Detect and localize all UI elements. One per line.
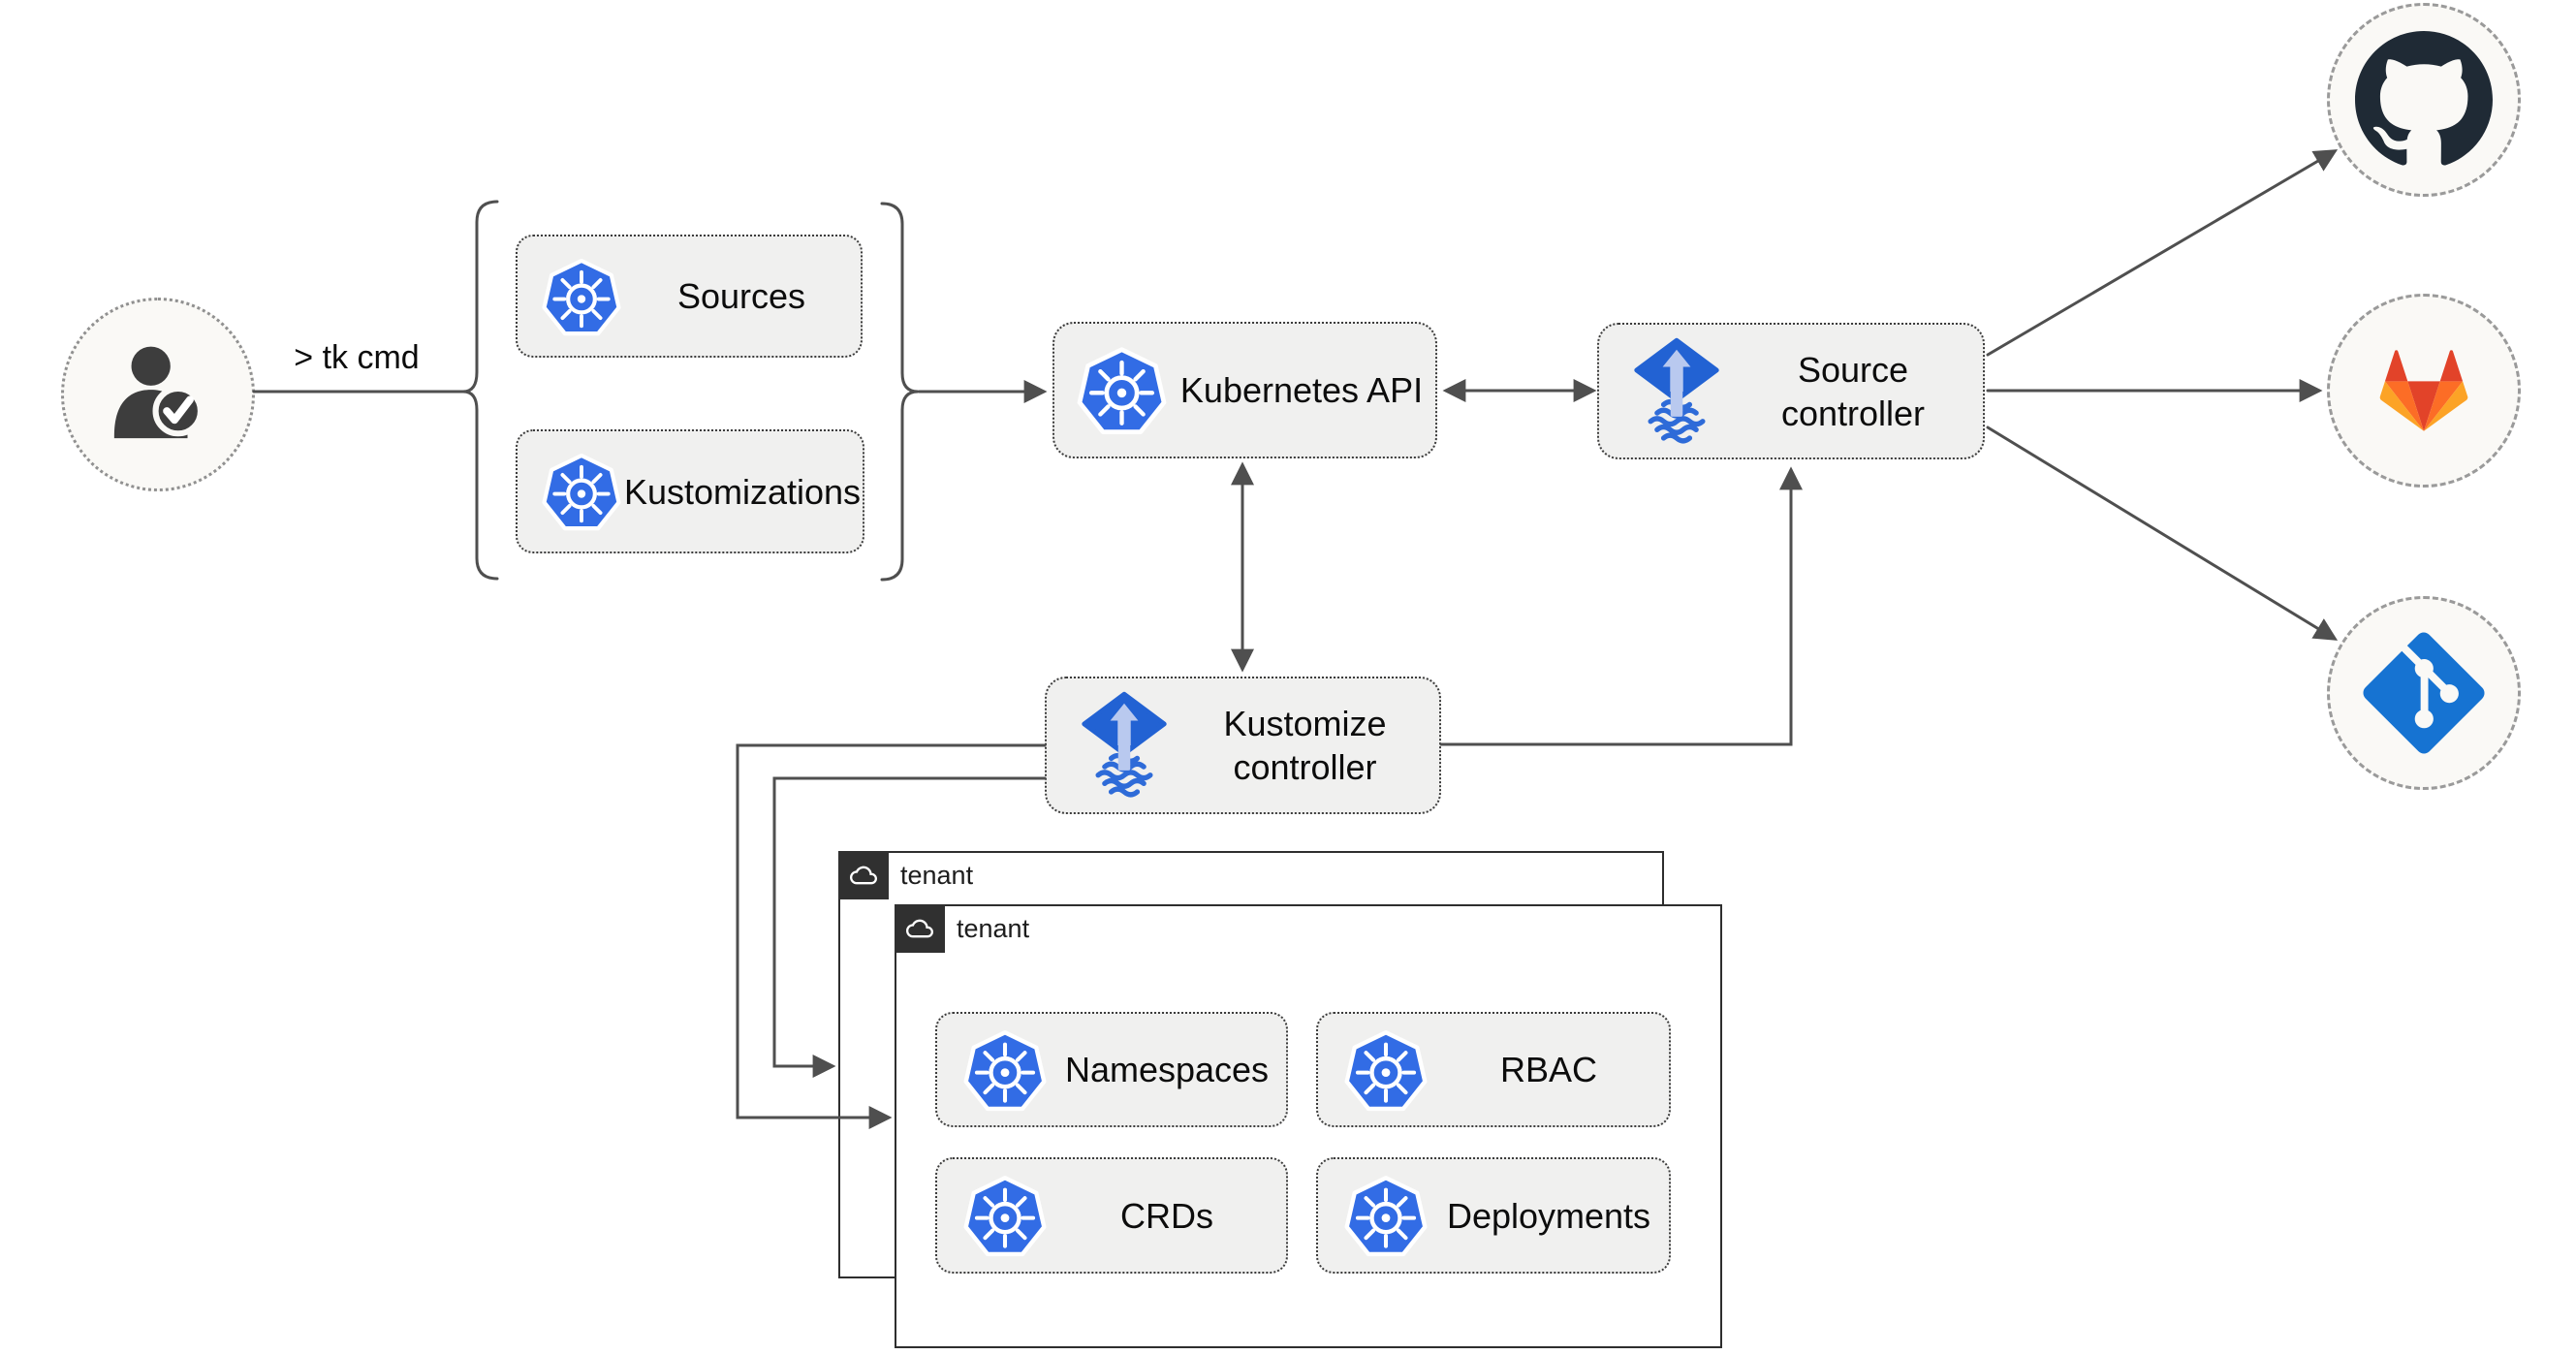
kubernetes-icon: [541, 449, 622, 534]
group-brace-left: [462, 200, 499, 581]
node-kustomizations: Kustomizations: [516, 429, 864, 553]
node-label: Kubernetes API: [1179, 370, 1424, 410]
node-namespaces: Namespaces: [935, 1012, 1288, 1127]
kubernetes-icon: [962, 1025, 1048, 1115]
cli-command-label: > tk cmd: [294, 339, 420, 376]
kubernetes-icon: [541, 254, 622, 339]
node-crds: CRDs: [935, 1157, 1288, 1274]
cloud-icon: [903, 915, 936, 942]
node-sources: Sources: [516, 235, 863, 358]
group-brace-right: [880, 202, 919, 582]
provider-git: [2327, 596, 2521, 790]
flux-icon: [1078, 691, 1171, 800]
node-kustomize-controller: Kustomize controller: [1045, 677, 1441, 814]
node-label: RBAC: [1499, 1050, 1598, 1089]
kubernetes-icon: [962, 1171, 1048, 1260]
edge-kustomize-to-source: [1439, 466, 1803, 746]
node-label: CRDs: [1120, 1195, 1213, 1236]
tenant-tab: [838, 851, 889, 899]
edge-source-to-github: [1986, 149, 2339, 357]
node-label: Sources: [676, 276, 806, 316]
tenant-label: tenant: [957, 914, 1030, 943]
provider-github: [2327, 3, 2521, 197]
node-label: Deployments: [1446, 1195, 1651, 1236]
kubernetes-icon: [1076, 342, 1168, 438]
provider-gitlab: [2327, 294, 2521, 488]
flux-icon: [1630, 337, 1723, 446]
gitlab-icon: [2347, 318, 2500, 463]
git-icon: [2360, 629, 2488, 757]
github-icon: [2355, 31, 2493, 169]
node-rbac: RBAC: [1316, 1012, 1671, 1127]
node-deployments: Deployments: [1316, 1157, 1671, 1274]
node-kubernetes-api: Kubernetes API: [1052, 322, 1437, 458]
kubernetes-icon: [1343, 1025, 1429, 1115]
kubernetes-icon: [1343, 1171, 1429, 1260]
user-check-icon: [99, 335, 217, 454]
cloud-icon: [847, 862, 880, 889]
node-label: Kustomizations: [623, 471, 862, 512]
node-label: Namespaces: [1064, 1050, 1270, 1089]
node-source-controller: Source controller: [1597, 323, 1985, 459]
tenant-label: tenant: [900, 861, 974, 890]
node-label: Kustomize controller: [1223, 704, 1387, 787]
node-label: Source controller: [1780, 349, 1926, 433]
tenant-tab: [895, 904, 945, 953]
edge-source-to-git: [1986, 425, 2339, 641]
user-avatar: [61, 298, 255, 491]
